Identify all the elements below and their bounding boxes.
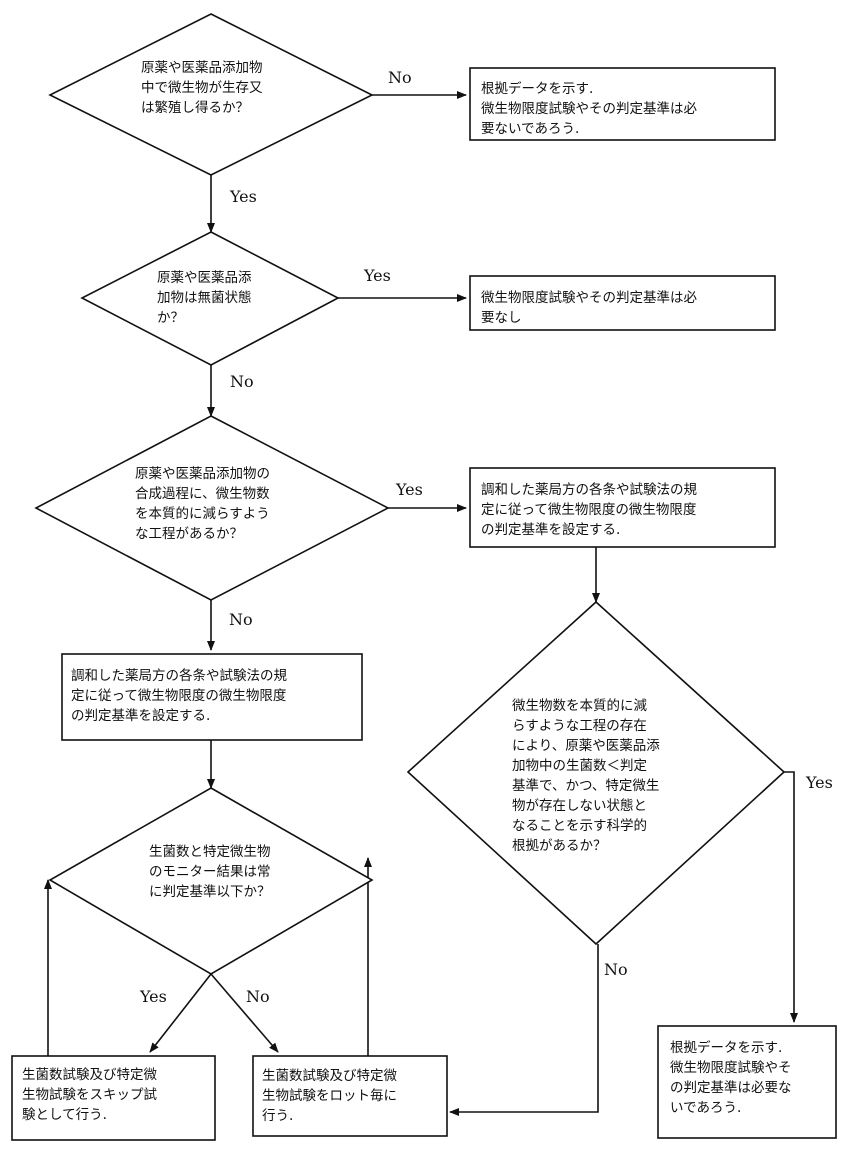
result-r2-text: 微生物限度試験やその判定基準は必 要なし xyxy=(481,290,697,326)
edge-label-q3-yes: Yes xyxy=(396,480,423,499)
edge-label-q5-yes: Yes xyxy=(140,987,167,1006)
process-box-r3 xyxy=(469,467,776,548)
decision-q3 xyxy=(34,415,390,601)
connectors xyxy=(44,91,798,1116)
result-final-text: 根拠データを示す. 微生物限度試験やそ の判定基準は必要な いであろう. xyxy=(670,1040,792,1116)
process-skip-text: 生菌数試験及び特定微 生物試験をスキップ試 験として行う. xyxy=(22,1067,157,1123)
edge-q4-yes xyxy=(784,771,798,1023)
decision-q3-text: 原薬や医薬品添加物の 合成過程に、微生物数 を本質的に減らすよう な工程があるか… xyxy=(135,466,270,542)
decision-q1 xyxy=(48,13,374,176)
edge-label-q4-no: No xyxy=(604,960,628,979)
decision-q2 xyxy=(80,231,340,366)
decision-q4 xyxy=(406,600,786,946)
edge-label-q4-yes: Yes xyxy=(806,773,833,792)
process-lot-text: 生菌数試験及び特定微 生物試験をロット毎に 行う. xyxy=(262,1068,397,1124)
edge-label-q1-no: No xyxy=(388,68,412,87)
decision-q4-text: 微生物数を本質的に減 らすような工程の存在 により、原薬や医薬品添 加物中の生菌… xyxy=(512,698,660,854)
process-box-lot xyxy=(252,1055,448,1137)
result-box-r2 xyxy=(469,275,776,331)
edge-q5-yes xyxy=(149,973,212,1053)
process-left-text: 調和した薬局方の各条や試験法の規 定に従って微生物限度の微生物限度 の判定基準を… xyxy=(71,668,287,724)
edge-label-q2-no: No xyxy=(230,372,254,391)
result-box-final xyxy=(657,1025,837,1139)
process-r3-text: 調和した薬局方の各条や試験法の規 定に従って微生物限度の微生物限度 の判定基準を… xyxy=(481,482,697,538)
edge-label-q1-yes: Yes xyxy=(230,187,257,206)
decision-q2-text: 原薬や医薬品添 加物は無菌状態 か？ xyxy=(157,270,252,326)
process-box-left xyxy=(61,653,363,741)
edge-q4-no xyxy=(449,944,599,1116)
edge-q5-no xyxy=(210,973,279,1053)
decision-q5-text: 生菌数と特定微生物 のモニター結果は常 に判定基準以下か？ xyxy=(149,844,271,900)
edge-label-q5-no: No xyxy=(246,987,270,1006)
decision-q5 xyxy=(48,787,374,975)
decision-q1-text: 原薬や医薬品添加物 中で微生物が生存又 は繁殖し得るか？ xyxy=(141,60,263,116)
result-r1-text: 根拠データを示す. 微生物限度試験やその判定基準は必 要ないであろう. xyxy=(481,81,697,137)
process-box-skip xyxy=(11,1055,216,1141)
edge-label-q2-yes: Yes xyxy=(364,266,391,285)
edge-label-q3-no: No xyxy=(229,610,253,629)
result-box-r1 xyxy=(469,67,776,141)
